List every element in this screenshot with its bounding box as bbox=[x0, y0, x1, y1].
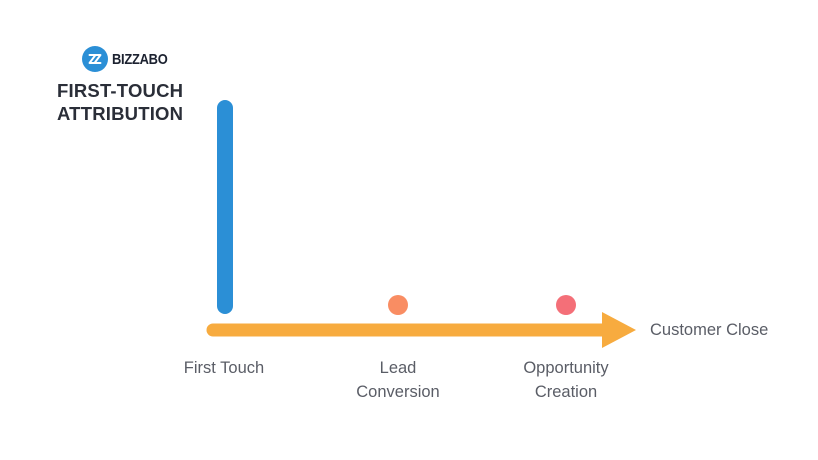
page-title: FIRST-TOUCH ATTRIBUTION bbox=[57, 79, 183, 125]
customer-close-label: Customer Close bbox=[650, 321, 769, 339]
title-line-2: ATTRIBUTION bbox=[57, 103, 184, 124]
timeline-arrow-head bbox=[602, 312, 636, 348]
stage-label-lead-conversion-line-2: Conversion bbox=[356, 383, 440, 401]
stage-label-opportunity-creation-line-1: Opportunity bbox=[523, 359, 609, 377]
brand-wordmark: BIZZABO bbox=[112, 50, 168, 68]
opportunity-creation-dot bbox=[556, 295, 576, 315]
stage-label-first-touch-line-1: First Touch bbox=[183, 359, 265, 377]
bizzabo-logo-icon bbox=[82, 46, 108, 72]
stage-label-first-touch: First Touch bbox=[164, 356, 284, 380]
logo-mark-glyph bbox=[88, 54, 102, 64]
brand-logo: BIZZABO bbox=[82, 46, 177, 72]
title-line-1: FIRST-TOUCH bbox=[57, 80, 184, 101]
stage-label-lead-conversion: Lead Conversion bbox=[338, 356, 458, 404]
stage-label-opportunity-creation: Opportunity Creation bbox=[500, 356, 632, 404]
stage-label-lead-conversion-line-1: Lead bbox=[379, 359, 417, 377]
stage-label-opportunity-creation-line-2: Creation bbox=[534, 383, 598, 401]
lead-conversion-dot bbox=[388, 295, 408, 315]
